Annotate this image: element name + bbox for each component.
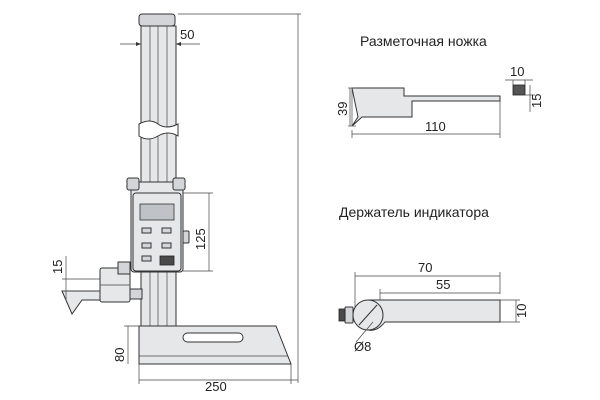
- dim-base-height: 80: [112, 348, 127, 362]
- display-button: [141, 255, 152, 262]
- column-break: [138, 120, 179, 140]
- display-button: [141, 242, 152, 249]
- scriber-arm: [61, 290, 101, 316]
- dim-section-width: 10: [510, 64, 524, 79]
- holder-body: [367, 299, 501, 331]
- gauge-top-cap: [138, 13, 176, 27]
- lcd-screen: [139, 203, 175, 221]
- brand-logo: [159, 255, 175, 266]
- scribing-foot-profile: [351, 87, 501, 127]
- display-button: [161, 227, 172, 234]
- dim-holder-arm: 55: [436, 277, 450, 292]
- dim-display-height: 125: [193, 228, 208, 250]
- dim-column-width: 50: [180, 27, 194, 42]
- indicator-holder-title: Держатель индикатора: [339, 204, 489, 220]
- gauge-base: [138, 325, 292, 365]
- height-gauge: 50 125 15 80 250: [50, 13, 301, 394]
- dim-holder-thickness: 10: [514, 304, 529, 318]
- dim-holder-hole: Ø8: [354, 339, 371, 354]
- dim-holder-overall: 70: [418, 260, 432, 275]
- scribing-foot-view: Разметочная ножка 39 110 10 15: [335, 33, 544, 138]
- indicator-holder-view: Держатель индикатора 70 55 10 Ø8: [338, 204, 529, 354]
- slider-lock-knob: [182, 230, 190, 244]
- dim-base-width: 250: [205, 379, 227, 394]
- dim-foot-length: 110: [425, 119, 446, 134]
- dim-foot-height: 15: [50, 260, 65, 274]
- display-button: [161, 242, 172, 249]
- dim-section-height: 15: [529, 94, 544, 108]
- base-handle-slot: [182, 332, 244, 343]
- foot-cross-section: [512, 84, 526, 96]
- clamp-screw: [344, 306, 354, 324]
- dim-foot-depth: 39: [335, 102, 350, 116]
- scribing-foot-title: Разметочная ножка: [360, 33, 487, 49]
- gauge-column: [140, 25, 177, 327]
- display-button: [141, 227, 152, 234]
